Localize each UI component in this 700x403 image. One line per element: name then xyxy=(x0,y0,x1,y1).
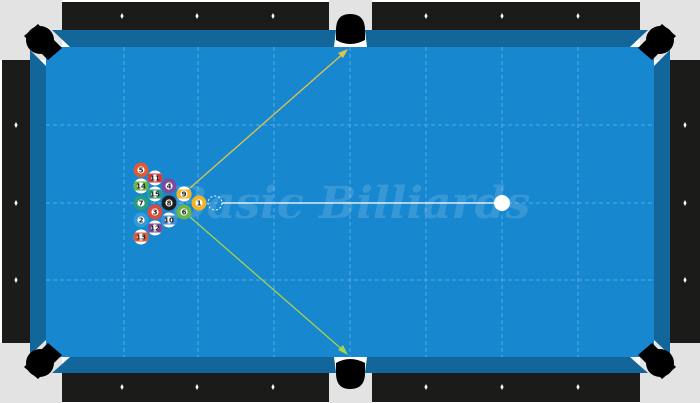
diamond-marker-icon xyxy=(683,277,687,283)
ball-number-disc xyxy=(137,166,145,174)
ball-number-disc xyxy=(137,182,145,190)
diamond-marker-icon xyxy=(424,13,428,19)
ball-number-disc xyxy=(151,190,159,198)
rail-bottom-right xyxy=(372,371,640,402)
ball-1[interactable]: 1 xyxy=(191,195,207,211)
ball-3[interactable]: 3 xyxy=(147,204,163,220)
ball-number-disc xyxy=(165,199,173,207)
ball-number-disc xyxy=(137,233,145,241)
diamond-marker-icon xyxy=(195,13,199,19)
cushion-top-left xyxy=(52,30,336,47)
rail-left xyxy=(2,60,32,343)
ball-number-disc xyxy=(165,216,173,224)
cushion-bottom-right xyxy=(365,357,648,373)
diamond-marker-icon xyxy=(271,384,275,390)
diamond-marker-icon xyxy=(576,13,580,19)
ball-number-label: 8 xyxy=(167,199,172,207)
ball-12[interactable]: 12 xyxy=(147,220,163,236)
diamond-marker-icon xyxy=(120,13,124,19)
diamond-marker-icon xyxy=(14,122,18,128)
arrow-head-top-icon xyxy=(338,49,348,58)
pocket-bottom-left-jaw xyxy=(24,343,62,379)
cushion-left xyxy=(30,50,46,355)
ball-number-disc xyxy=(151,174,159,182)
ball-number-label: 1 xyxy=(197,199,202,207)
ball-6[interactable]: 6 xyxy=(176,204,192,220)
ball-number-label: 9 xyxy=(182,190,187,198)
ball-2[interactable]: 2 xyxy=(133,212,149,228)
aim-line-bottom-pocket xyxy=(189,216,346,353)
diamond-marker-icon xyxy=(14,277,18,283)
ball-number-disc xyxy=(180,190,188,198)
cushion-bottom-left xyxy=(52,357,336,373)
pocket-top-right-jaw xyxy=(638,24,676,60)
ball-number-label: 7 xyxy=(139,199,144,207)
diamond-marker-icon xyxy=(271,13,275,19)
rail-diamonds xyxy=(14,13,687,390)
pocket-top-middle xyxy=(336,14,365,44)
diamond-marker-icon xyxy=(500,13,504,19)
ball-9[interactable]: 9 xyxy=(176,186,192,202)
ball-number-label: 11 xyxy=(150,174,160,182)
diamond-marker-icon xyxy=(576,384,580,390)
ball-number-label: 6 xyxy=(182,208,187,216)
cushion-right xyxy=(654,50,670,355)
ball-number-label: 4 xyxy=(167,182,172,190)
ball-number-label: 12 xyxy=(150,224,160,232)
ball-number-label: 10 xyxy=(164,216,174,224)
diamond-marker-icon xyxy=(683,200,687,206)
ball-5[interactable]: 5 xyxy=(133,162,149,178)
ball-13[interactable]: 13 xyxy=(133,229,149,245)
ball-number-disc xyxy=(151,224,159,232)
rail-bottom-left xyxy=(62,371,329,402)
ball-4[interactable]: 4 xyxy=(161,178,177,194)
diamond-marker-icon xyxy=(195,384,199,390)
ball-number-label: 5 xyxy=(139,166,144,174)
aim-line-top-pocket xyxy=(189,51,346,189)
ball-number-disc xyxy=(180,208,188,216)
ball-number-disc xyxy=(165,182,173,190)
ball-number-label: 3 xyxy=(153,208,158,216)
ball-number-disc xyxy=(151,208,159,216)
ball-14[interactable]: 14 xyxy=(133,178,149,194)
diamond-marker-icon xyxy=(120,384,124,390)
cue-ball[interactable] xyxy=(494,195,510,211)
ghost-ball xyxy=(207,195,223,211)
rail-top-right xyxy=(372,2,640,32)
diamond-marker-icon xyxy=(500,384,504,390)
ball-11[interactable]: 11 xyxy=(147,170,163,186)
diamond-marker-icon xyxy=(424,384,428,390)
cushion-top-right xyxy=(365,30,648,47)
ball-8[interactable]: 8 xyxy=(161,195,177,211)
ball-rack: 1 9 6 4 8 10 11 15 3 12 5 14 7 2 13 xyxy=(133,162,207,245)
arrow-head-bottom-icon xyxy=(338,345,348,355)
ball-number-label: 14 xyxy=(136,182,146,190)
ball-number-disc xyxy=(195,199,203,207)
pocket-top-left-jaw xyxy=(24,24,62,60)
ball-15[interactable]: 15 xyxy=(147,186,163,202)
ball-number-disc xyxy=(137,216,145,224)
ball-number-disc xyxy=(137,199,145,207)
rail-top-left xyxy=(62,2,329,32)
ball-number-label: 2 xyxy=(139,216,144,224)
diamond-marker-icon xyxy=(14,200,18,206)
diamond-marker-icon xyxy=(683,122,687,128)
ball-number-label: 15 xyxy=(150,190,160,198)
ball-7[interactable]: 7 xyxy=(133,195,149,211)
ball-10[interactable]: 10 xyxy=(161,212,177,228)
pocket-bottom-right-jaw xyxy=(638,343,676,379)
pocket-bottom-middle xyxy=(336,359,365,389)
ball-number-label: 13 xyxy=(136,233,146,241)
